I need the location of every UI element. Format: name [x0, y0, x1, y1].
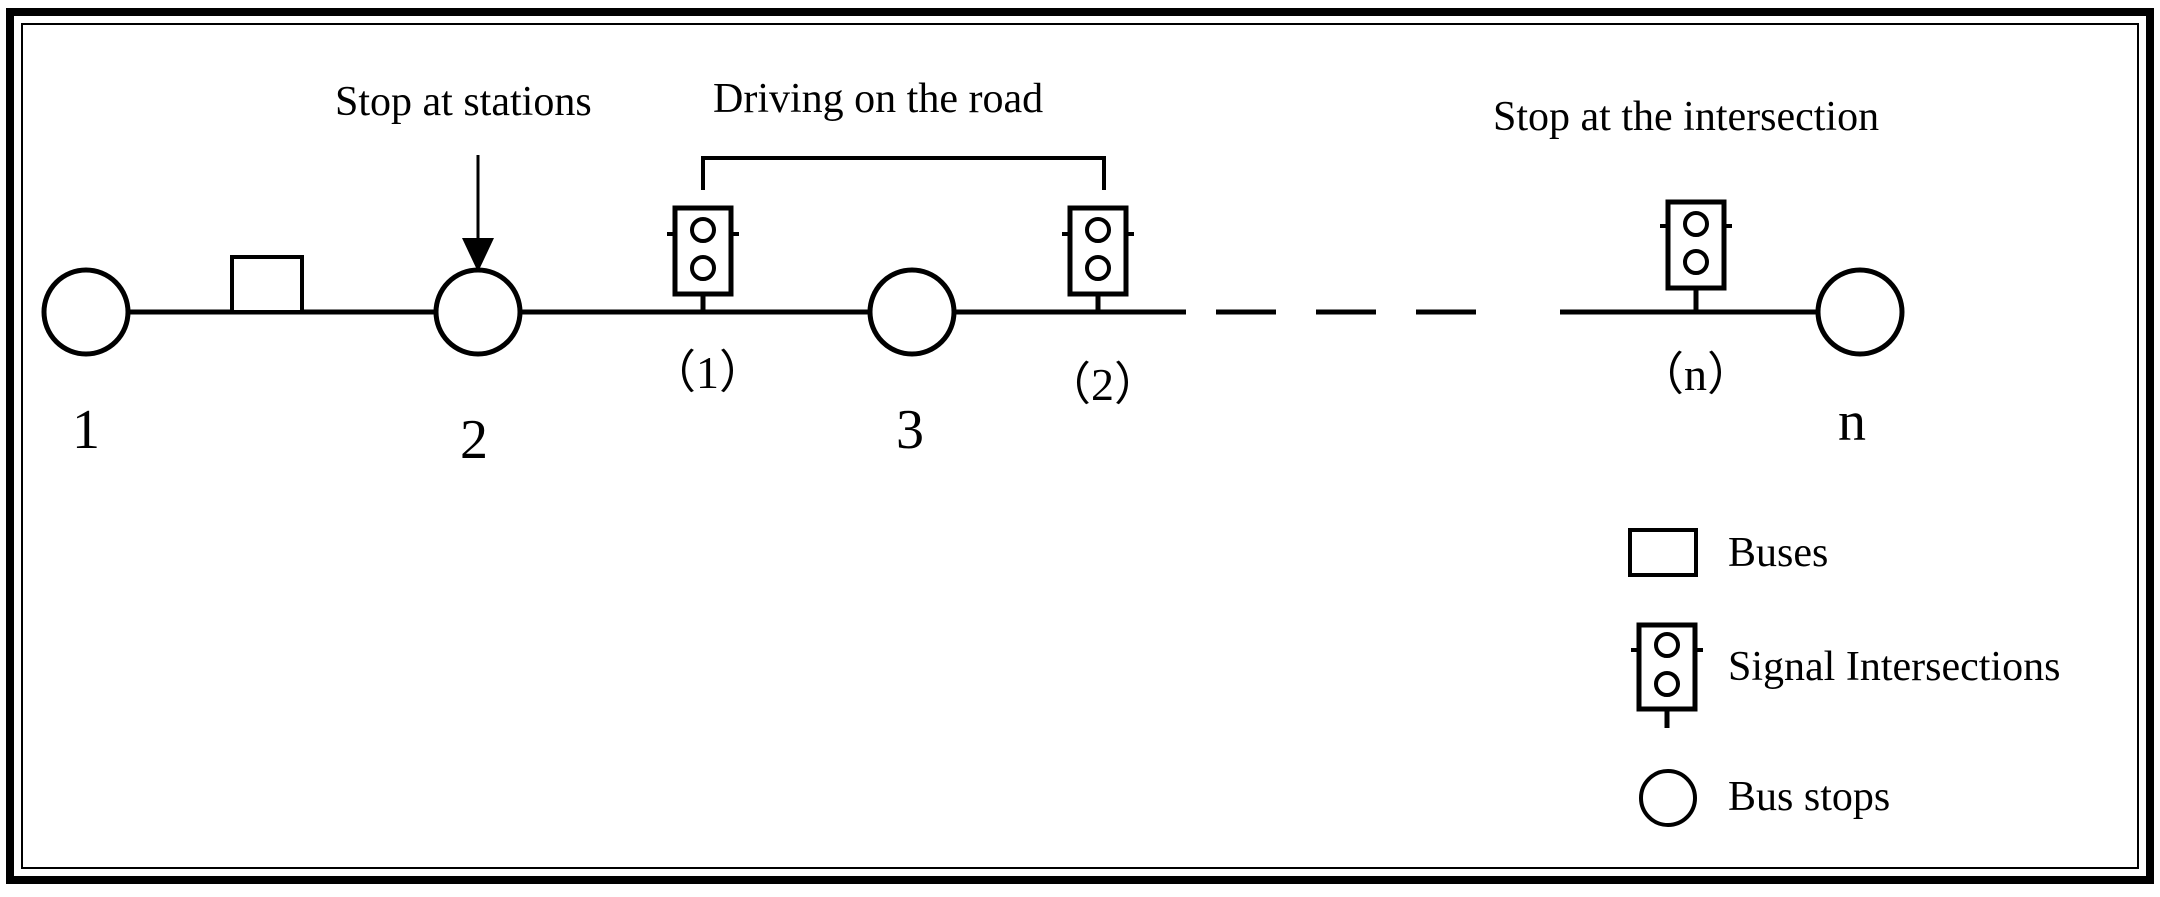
stop-label-1: 1 [72, 399, 100, 461]
bus-stop-1 [41, 267, 131, 357]
bus-stop-n [1815, 267, 1905, 357]
bus-stop-3 [867, 267, 957, 357]
bus-icon [230, 255, 304, 314]
legend-signal-label: Signal Intersections [1728, 644, 2060, 690]
stop-at-stations-label: Stop at stations [335, 79, 592, 125]
legend-bus-icon [1628, 528, 1698, 577]
legend-bus-stops-label: Bus stops [1728, 774, 1890, 820]
driving-bracket [701, 156, 1106, 190]
legend-bus-stop-icon [1639, 769, 1697, 827]
signal-label-1: （1） [650, 347, 765, 398]
signal-label-n: （n） [1638, 349, 1753, 400]
legend-signal-icon [1631, 622, 1703, 728]
outer-frame [6, 8, 2154, 884]
stop-label-3: 3 [896, 399, 924, 461]
inner-frame [21, 23, 2139, 869]
signal-intersection-1-icon [667, 205, 739, 312]
stop-at-intersection-label: Stop at the intersection [1493, 94, 1879, 140]
signal-intersection-2-icon [1062, 205, 1134, 312]
bus-stop-2 [433, 267, 523, 357]
stop-arrow [462, 155, 494, 272]
signal-label-2: （2） [1045, 359, 1160, 410]
legend-buses-label: Buses [1728, 530, 1828, 576]
signal-intersection-n-icon [1660, 199, 1732, 312]
driving-on-road-label: Driving on the road [713, 76, 1043, 122]
stop-label-n: n [1838, 391, 1866, 453]
stop-label-2: 2 [460, 409, 488, 471]
legend: Buses Signal Intersections Bus stops [1628, 528, 2060, 827]
